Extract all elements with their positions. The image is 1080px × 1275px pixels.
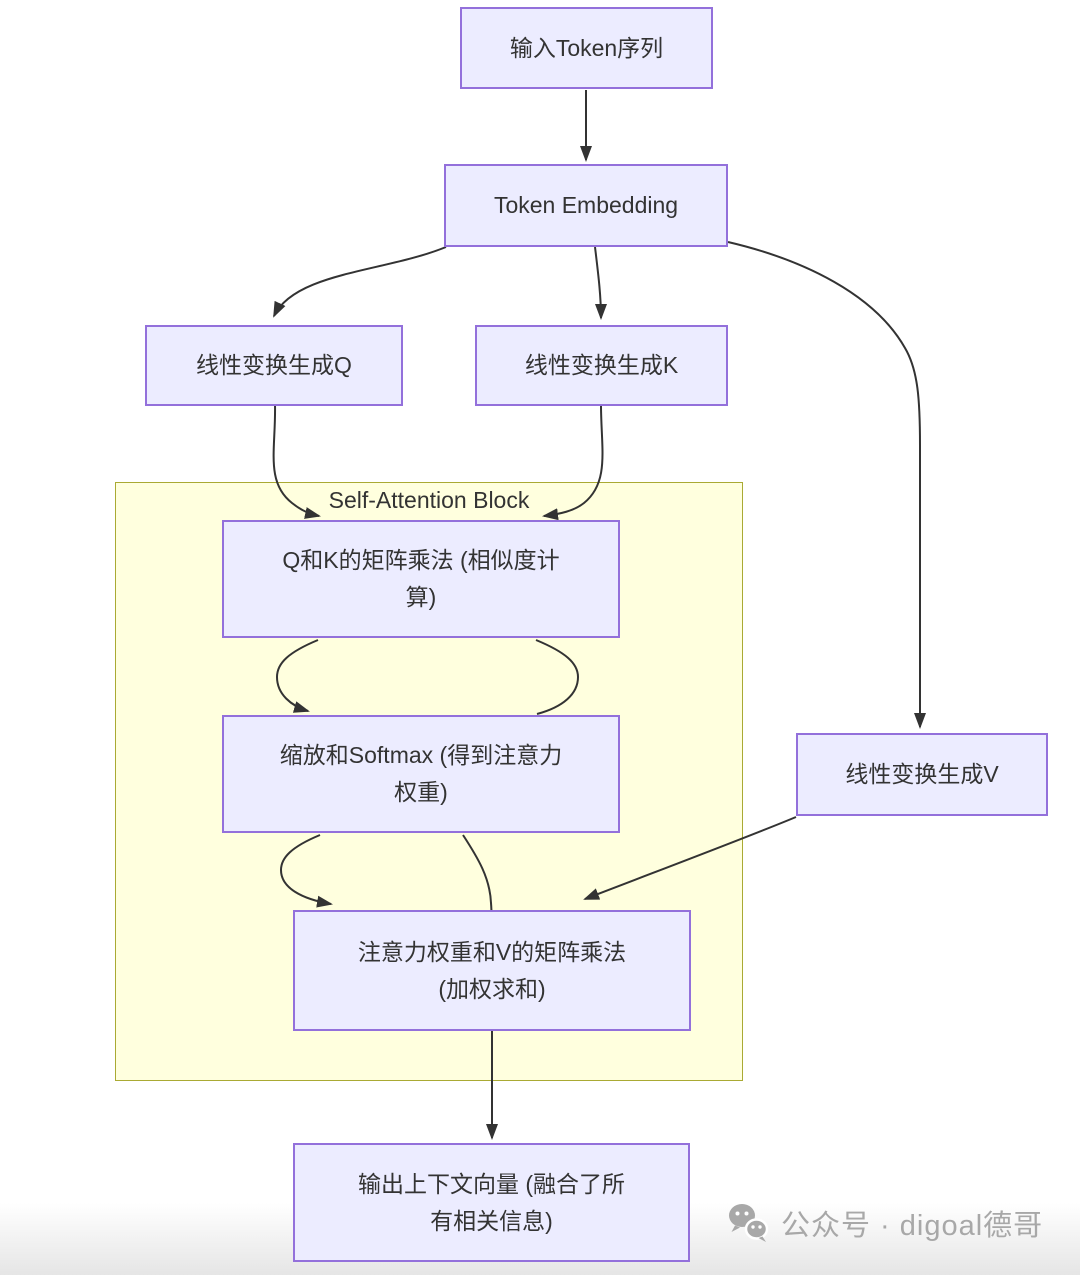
- node-label: 线性变换生成K: [524, 352, 679, 378]
- node-label: Token Embedding: [493, 192, 679, 218]
- node-label-line2: (加权求和): [438, 975, 546, 1002]
- node-label-line2: 有相关信息): [430, 1207, 553, 1234]
- node-scale-softmax: 缩放和Softmax (得到注意力 权重): [222, 715, 620, 833]
- edge-softmax-to-attnmatmul-left: [279, 834, 333, 908]
- node-label: 线性变换生成Q: [196, 352, 352, 378]
- watermark-text: 公众号 · digoal德哥: [781, 1210, 1044, 1242]
- node-output-context-vector: 输出上下文向量 (融合了所 有相关信息): [293, 1143, 690, 1262]
- node-token-embedding: Token Embedding: [444, 164, 728, 247]
- node-label-line1: 缩放和Softmax (得到注意力: [279, 742, 563, 768]
- node-attention-v-multiply: 注意力权重和V的矩阵乘法 (加权求和): [293, 910, 691, 1031]
- edge-q-to-qk-matmul: [272, 404, 321, 519]
- node-qk-matrix-multiply: Q和K的矩阵乘法 (相似度计 算): [222, 520, 620, 638]
- wechat-icon: [729, 1204, 769, 1242]
- node-linear-k: 线性变换生成K: [475, 325, 728, 406]
- node-input-token-sequence: 输入Token序列: [460, 7, 713, 89]
- node-linear-q: 线性变换生成Q: [145, 325, 403, 406]
- node-label-line1: 输出上下文向量 (融合了所: [357, 1170, 626, 1197]
- edge-embedding-to-v: [727, 241, 926, 729]
- node-label-line1: Q和K的矩阵乘法 (相似度计: [282, 547, 560, 573]
- edge-embedding-to-q: [273, 246, 447, 318]
- edge-qk-to-softmax-left: [275, 639, 319, 713]
- node-label: 输入Token序列: [509, 34, 664, 61]
- edge-embedding-to-k: [594, 246, 607, 320]
- node-label: 线性变换生成V: [845, 761, 999, 787]
- node-label-line2: 权重): [394, 779, 448, 805]
- edge-k-to-qk-matmul: [542, 404, 604, 521]
- node-label-line2: 算): [405, 584, 437, 610]
- node-label-line1: 注意力权重和V的矩阵乘法: [357, 938, 627, 965]
- node-linear-v: 线性变换生成V: [796, 733, 1048, 816]
- cluster-title: Self-Attention Block: [328, 487, 530, 513]
- edge-qk-to-softmax-right: [535, 639, 580, 715]
- watermark: 公众号 · digoal德哥: [726, 1202, 1043, 1244]
- edge-v-to-attnmatmul: [583, 816, 797, 900]
